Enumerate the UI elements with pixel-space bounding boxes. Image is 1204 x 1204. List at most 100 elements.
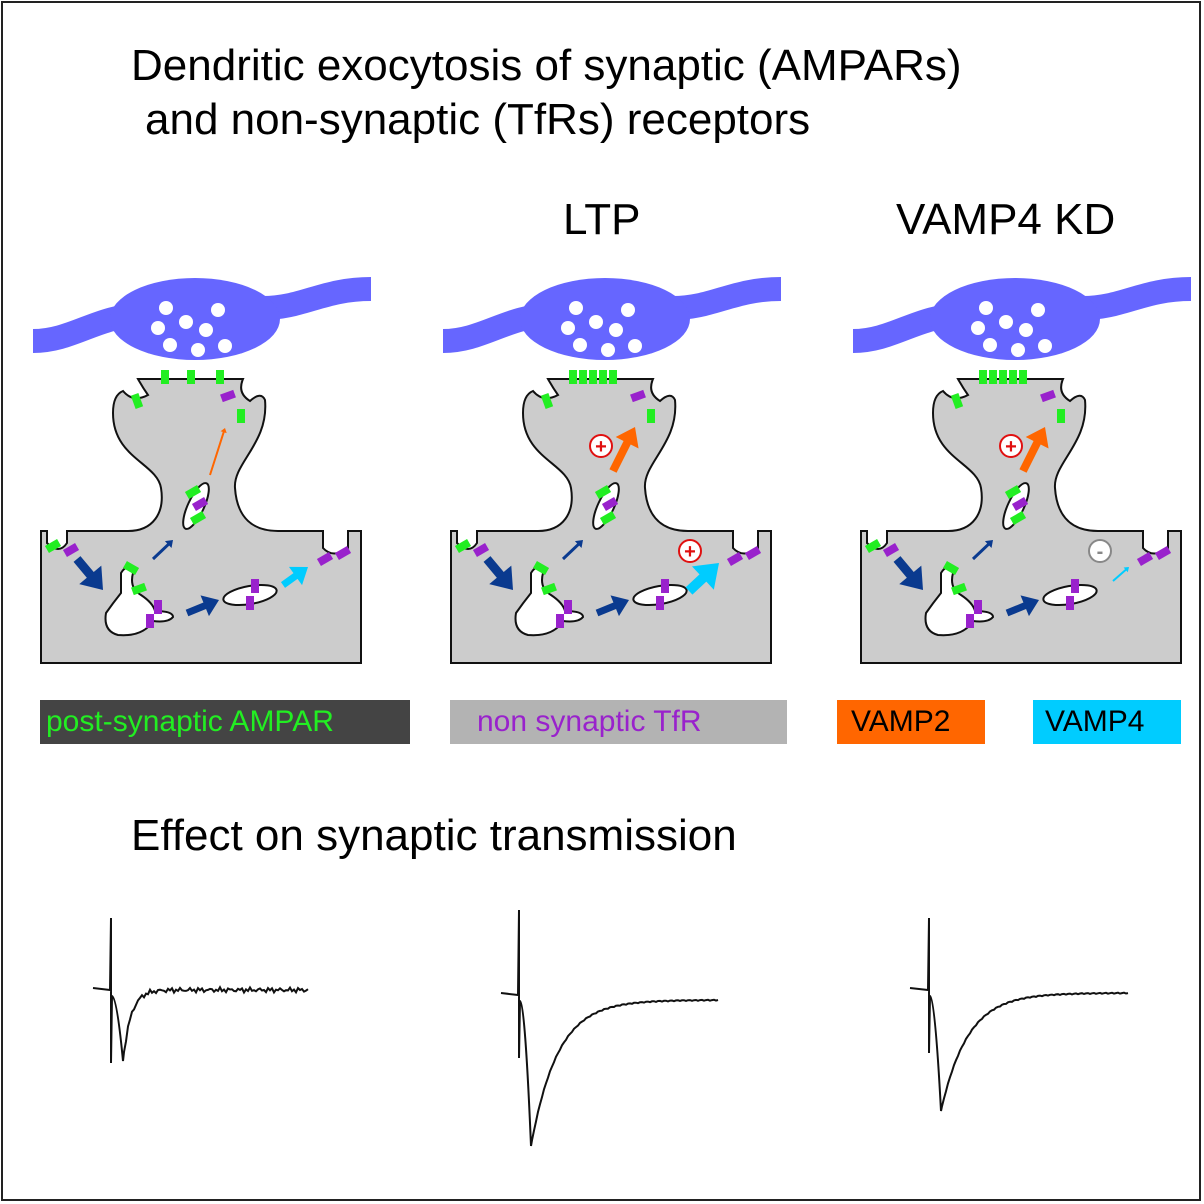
vamp2-effect-sign-circle (589, 434, 613, 458)
spine-ampar (1057, 409, 1065, 423)
pit-ampar (44, 539, 62, 553)
vamp4-effect-sign: + (684, 541, 696, 563)
panel-label-vamp4-kd: VAMP4 KD (896, 195, 1116, 244)
spine-ampar (237, 409, 245, 423)
vamp2-effect-sign: + (1005, 436, 1017, 458)
endosome-tfr (974, 600, 982, 614)
synaptic-vesicle (569, 301, 583, 315)
vesicle-ampar (189, 511, 207, 525)
synaptic-vesicle (1031, 303, 1045, 317)
synaptic-vesicle (621, 303, 635, 317)
presynaptic-bouton (520, 278, 690, 360)
legend-vamp4: VAMP4 (1033, 700, 1181, 744)
synaptic-vesicle (971, 321, 985, 335)
spine-tfr (630, 389, 646, 403)
title-line-2: and non-synaptic (TfRs) receptors (145, 95, 811, 144)
endocytosis-arrow (893, 556, 923, 590)
endosome-tfr (564, 600, 572, 614)
vesicle-tfr (661, 579, 669, 593)
endosome-ampar (541, 582, 557, 596)
axon-right (672, 277, 782, 320)
vamp2-effect-sign-circle (999, 434, 1023, 458)
spine-tfr (220, 389, 236, 403)
synaptic-vesicle (983, 338, 997, 352)
vesicle-tfr (1066, 596, 1074, 610)
vamp2-effect-sign: + (595, 436, 607, 458)
synaptic-ampar (579, 370, 587, 384)
presynaptic-bouton (110, 278, 280, 360)
synaptic-ampar (989, 370, 997, 384)
synaptic-ampar (216, 370, 224, 384)
pit-tfr (472, 543, 490, 557)
synaptic-vesicle (561, 321, 575, 335)
vesicle-ampar (1009, 511, 1027, 525)
pit-tfr (882, 543, 900, 557)
synaptic-vesicle (1019, 323, 1033, 337)
vamp4-effect-sign: - (1097, 541, 1104, 563)
synaptic-vesicle (179, 315, 193, 329)
synaptic-ampar (161, 370, 169, 384)
synaptic-ampar (599, 370, 607, 384)
synapse-panel-kd: +- (852, 277, 1192, 664)
synaptic-vesicle (163, 338, 177, 352)
recycling-to-spine-arrow (561, 540, 583, 561)
endosome-ampar (131, 582, 147, 596)
epsc-trace-vamp4-kd (909, 917, 1129, 1112)
pit-tfr (726, 552, 744, 566)
recycling-to-shaft-arrow (185, 595, 219, 617)
vesicle-tfr (601, 497, 619, 511)
synaptic-ampar (609, 370, 617, 384)
axon-right (262, 277, 372, 320)
synaptic-vesicle (1011, 343, 1025, 357)
synaptic-ampar (569, 370, 577, 384)
recycling-to-shaft-arrow (1005, 595, 1039, 617)
diagram-canvas: +++- (32, 277, 1192, 1147)
synaptic-vesicle (151, 321, 165, 335)
vesicle-ampar (1004, 485, 1022, 499)
axon-right (1082, 277, 1192, 320)
vesicle-tfr (656, 596, 664, 610)
synapse-panel-control (32, 277, 372, 664)
endocytic-ampar (950, 393, 964, 409)
vesicle-ampar (599, 511, 617, 525)
spine-tfr (1040, 389, 1056, 403)
endosome-ampar (951, 582, 967, 596)
legend-vamp2: VAMP2 (837, 700, 985, 744)
synaptic-vesicle (979, 301, 993, 315)
endosome-tfr (154, 600, 162, 614)
spine-ampar (647, 409, 655, 423)
pit-tfr (334, 546, 352, 560)
synaptic-ampar (999, 370, 1007, 384)
recycling-to-spine-arrow (971, 540, 993, 561)
vesicle-tfr (191, 497, 209, 511)
synapse-panel-ltp: ++ (442, 277, 782, 664)
vamp2-exocytosis-arrow (609, 427, 639, 473)
presynaptic-bouton (930, 278, 1100, 360)
vesicle-ampar (184, 485, 202, 499)
panel-label-ltp: LTP (563, 195, 641, 244)
recycling-to-spine-arrow (151, 540, 173, 561)
endosome-tfr (966, 614, 974, 628)
pit-tfr (316, 552, 334, 566)
pit-ampar (864, 539, 882, 553)
synaptic-vesicle (601, 343, 615, 357)
synaptic-vesicle (191, 343, 205, 357)
epsc-trace-ltp (500, 909, 719, 1147)
vesicle-tfr (246, 596, 254, 610)
synaptic-vesicle (573, 338, 587, 352)
vamp4-exocytosis-arrow (685, 563, 719, 595)
pit-tfr (1154, 546, 1172, 560)
synaptic-vesicle (628, 339, 642, 353)
legend-ampar: post-synaptic AMPAR (40, 700, 410, 744)
endosome-tfr (146, 614, 154, 628)
synaptic-vesicle (159, 301, 173, 315)
synaptic-vesicle (211, 303, 225, 317)
pit-tfr (1136, 552, 1154, 566)
endocytosis-arrow (483, 556, 513, 590)
vesicle-tfr (1011, 497, 1029, 511)
title-line-1: Dendritic exocytosis of synaptic (AMPARs… (131, 41, 962, 90)
synaptic-vesicle (589, 315, 603, 329)
synaptic-ampar (187, 370, 195, 384)
vamp4-effect-sign-circle (1088, 539, 1112, 563)
vamp4-effect-sign-circle (678, 539, 702, 563)
